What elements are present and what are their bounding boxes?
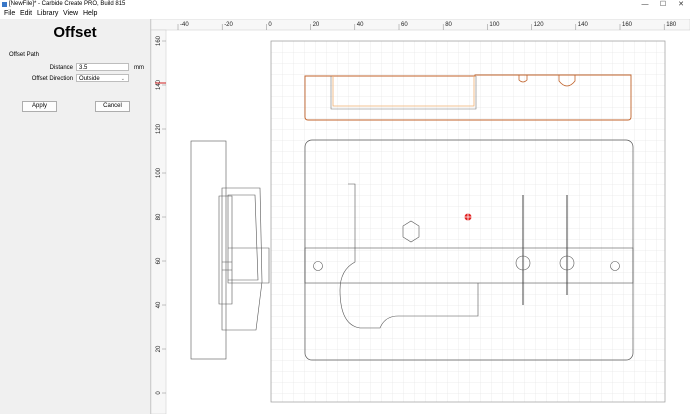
- ruler-y-label: 100: [156, 167, 162, 178]
- window-title: [NewFile]* - Carbide Create PRO, Build 8…: [9, 1, 126, 7]
- title-bar: [NewFile]* - Carbide Create PRO, Build 8…: [0, 0, 690, 9]
- ruler-x-label: 120: [534, 22, 545, 28]
- menu-view[interactable]: View: [63, 10, 79, 17]
- bracket-notch-small: [518, 75, 528, 83]
- ruler-x-label: 140: [578, 22, 589, 28]
- ruler-top: [150, 18, 690, 31]
- ruler-y-label: 20: [156, 345, 162, 352]
- ruler-y-label: 80: [156, 213, 162, 220]
- direction-select[interactable]: Outside ⌄: [76, 74, 129, 82]
- ruler-y-label: 0: [156, 391, 162, 395]
- ruler-y-label: 120: [156, 123, 162, 134]
- app-icon: [2, 2, 7, 7]
- bracket-slot-path: [330, 76, 477, 110]
- minimize-button[interactable]: —: [641, 1, 649, 8]
- menu-edit[interactable]: Edit: [20, 10, 33, 17]
- ruler-x-label: 160: [622, 22, 633, 28]
- offset-panel: Offset Offset Path Distance 3.5 mm Offse…: [0, 19, 151, 414]
- cancel-button[interactable]: Cancel: [95, 101, 130, 112]
- distance-input[interactable]: 3.5: [76, 63, 129, 71]
- design-canvas[interactable]: -40 -20 0 20 40 60 80 100 120 140 160 180 160 140 120…: [150, 18, 690, 415]
- chevron-down-icon: ⌄: [120, 76, 125, 82]
- hook-shape: [339, 183, 479, 329]
- bracket-notch-large: [558, 75, 576, 87]
- hole-left: [313, 261, 323, 271]
- ruler-y-label: 140: [156, 79, 162, 90]
- close-button[interactable]: ✕: [678, 1, 684, 8]
- ruler-y-label: 160: [156, 35, 162, 46]
- ruler-x-label: 40: [357, 22, 364, 28]
- ruler-x-label: 20: [313, 22, 320, 28]
- distance-unit: mm: [134, 65, 144, 71]
- side-bracket: [218, 187, 270, 331]
- hex-nut: [402, 220, 420, 243]
- ruler-x-label: 60: [401, 22, 408, 28]
- ruler-y-label: 60: [156, 257, 162, 264]
- ruler-x-label: -20: [224, 22, 233, 28]
- selected-bracket-path[interactable]: [304, 74, 632, 121]
- side-plate: [190, 140, 227, 360]
- ruler-x-label: 80: [445, 22, 452, 28]
- menu-bar: File Edit Library View Help: [0, 9, 690, 19]
- direction-label: Offset Direction: [31, 76, 73, 82]
- ruler-x-label: 0: [268, 22, 272, 28]
- ruler-x-label: 180: [666, 22, 677, 28]
- maximize-button[interactable]: ☐: [659, 1, 667, 8]
- distance-label: Distance: [49, 65, 73, 71]
- menu-file[interactable]: File: [4, 10, 16, 17]
- hole-right: [610, 261, 620, 271]
- ruler-y-labels: 160 140 120 100 80 60 40 20 0: [156, 35, 166, 395]
- ruler-y-label: 40: [156, 301, 162, 308]
- center-bar: [304, 247, 634, 284]
- origin-marker: [464, 213, 472, 221]
- panel-title: Offset: [53, 24, 97, 41]
- ruler-x-label: -40: [180, 22, 189, 28]
- ruler-x-labels: -40 -20 0 20 40 60 80 100 120 140 160 180: [177, 22, 677, 30]
- direction-value: Outside: [79, 76, 100, 82]
- stock-area: [270, 40, 666, 403]
- apply-button[interactable]: Apply: [22, 101, 57, 112]
- menu-library[interactable]: Library: [37, 10, 59, 17]
- menu-help[interactable]: Help: [83, 10, 98, 17]
- offset-preview-path: [332, 76, 475, 107]
- section-offset-path: Offset Path: [9, 52, 39, 58]
- ruler-x-label: 100: [489, 22, 500, 28]
